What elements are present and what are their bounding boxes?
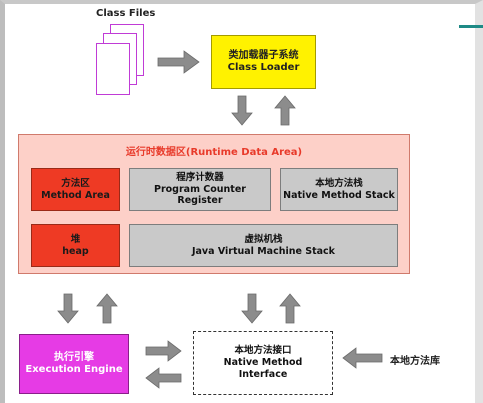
native-interface-title-en-1: Native Method	[223, 357, 303, 369]
down-arrow-icon	[241, 293, 263, 324]
native-method-interface-box: 本地方法接口 Native Method Interface	[193, 331, 333, 395]
down-arrow-icon	[231, 95, 253, 126]
left-arrow-icon	[145, 367, 182, 389]
program-counter-title-en: Program Counter Register	[154, 183, 246, 207]
up-arrow-icon	[274, 95, 296, 126]
execution-engine-title-cn: 执行引擎	[54, 351, 94, 363]
jvm-stack-title-en: Java Virtual Machine Stack	[191, 245, 336, 257]
runtime-data-area-title: 运行时数据区(Runtime Data Area)	[125, 147, 303, 158]
class-files-label: Class Files	[96, 8, 156, 19]
native-method-stack-title-cn: 本地方法栈	[315, 177, 363, 189]
down-arrow-icon	[57, 293, 79, 324]
method-area-title-en: Method Area	[41, 189, 110, 201]
heap-title-cn: 堆	[70, 233, 81, 245]
native-method-stack-title-en: Native Method Stack	[283, 189, 395, 201]
up-arrow-icon	[279, 293, 301, 324]
execution-engine-title-en: Execution Engine	[25, 364, 123, 375]
method-area-title-cn: 方法区	[61, 177, 90, 189]
document-stack-icon	[88, 24, 158, 102]
program-counter-title-cn: 程序计数器	[176, 171, 224, 183]
class-loader-box: 类加载器子系统 Class Loader	[211, 35, 316, 89]
left-arrow-icon	[342, 347, 383, 369]
program-counter-box: 程序计数器 Program Counter Register	[129, 168, 271, 211]
right-arrow-icon	[145, 340, 182, 362]
document-page-front	[96, 43, 130, 95]
class-loader-title-cn: 类加载器子系统	[228, 49, 299, 61]
jvm-stack-box: 虚拟机栈 Java Virtual Machine Stack	[129, 224, 398, 267]
jvm-stack-title-cn: 虚拟机栈	[244, 233, 283, 245]
native-library-label: 本地方法库	[390, 356, 440, 367]
native-interface-title-en-2: Interface	[238, 368, 288, 380]
native-interface-title-cn: 本地方法接口	[234, 345, 292, 357]
heap-box: 堆 heap	[31, 224, 120, 267]
method-area-box: 方法区 Method Area	[31, 168, 120, 211]
accent-line	[459, 25, 483, 28]
native-method-stack-box: 本地方法栈 Native Method Stack	[280, 168, 398, 211]
up-arrow-icon	[96, 293, 118, 324]
runtime-data-area: 运行时数据区(Runtime Data Area) 方法区 Method Are…	[18, 134, 410, 274]
right-arrow-icon	[157, 50, 200, 74]
heap-title-en: heap	[62, 245, 89, 257]
class-loader-title-en: Class Loader	[227, 62, 300, 73]
execution-engine-box: 执行引擎 Execution Engine	[19, 334, 129, 394]
